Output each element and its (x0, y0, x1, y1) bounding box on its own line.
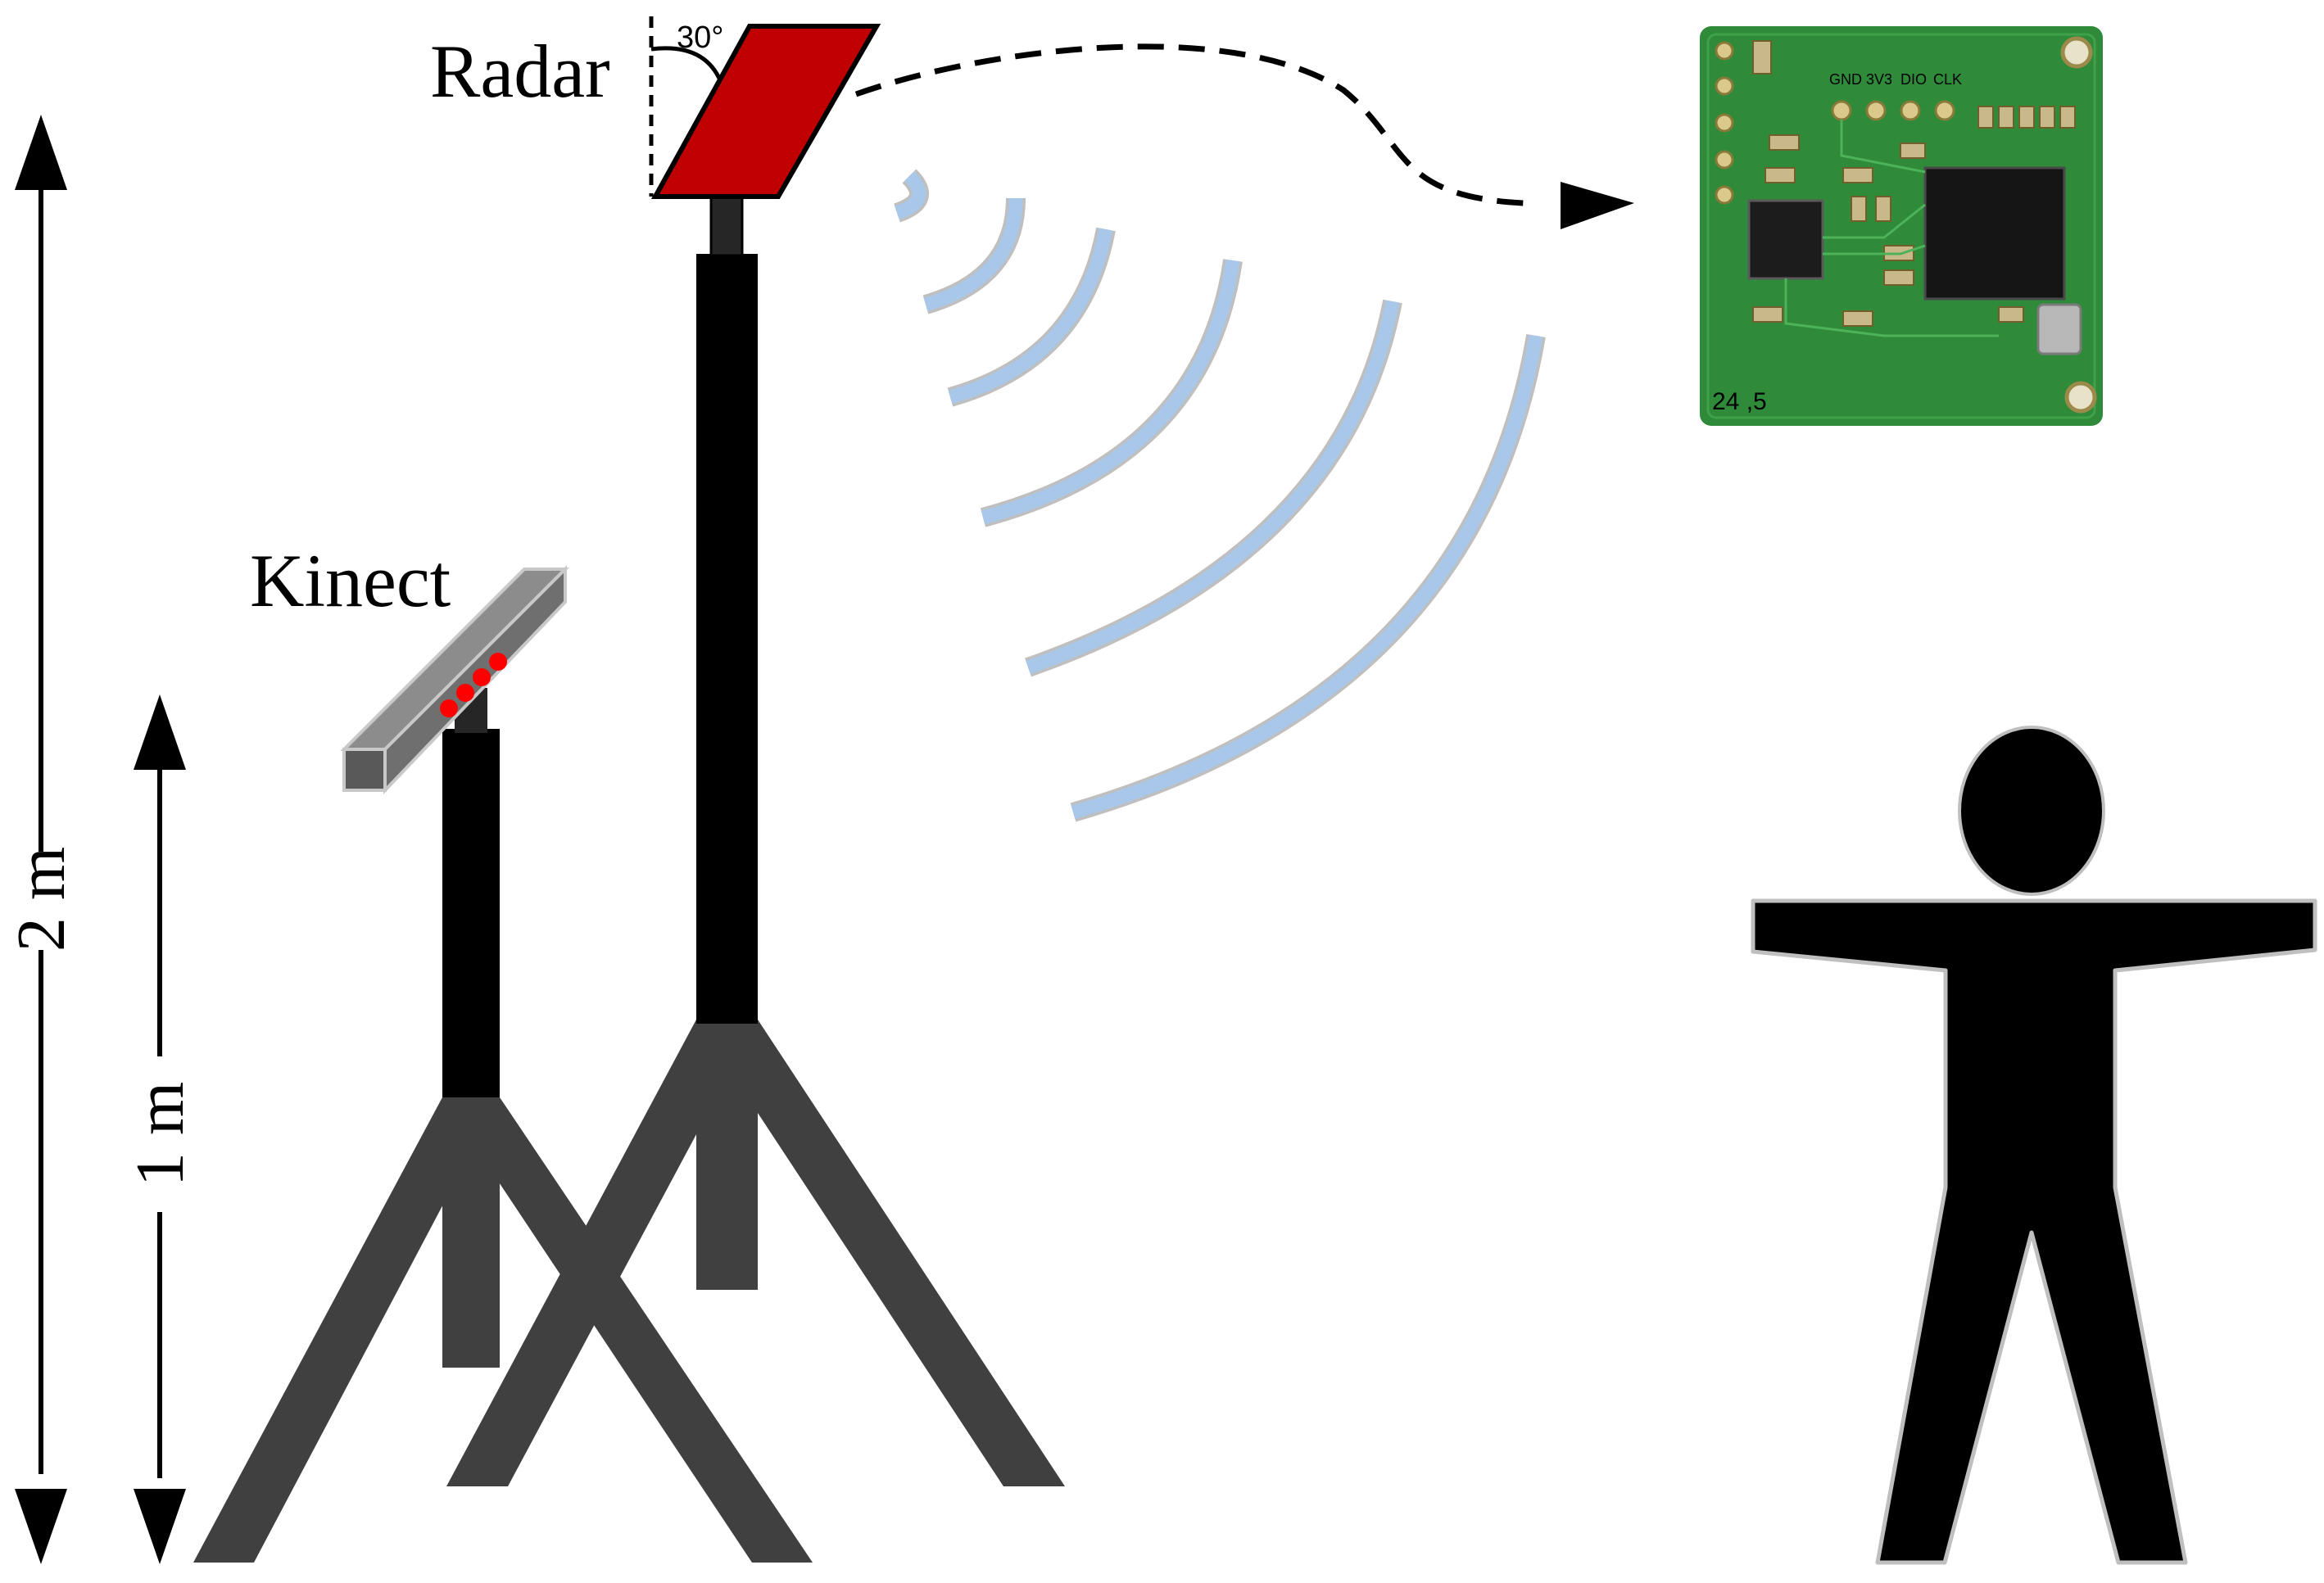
pcb-mount-hole (2064, 381, 2097, 414)
pcb-passive-components (1752, 40, 2076, 327)
kinect-label: Kinect (250, 539, 451, 622)
radar-wave-4 (980, 259, 1243, 527)
radar-waves (893, 169, 1546, 822)
radar-angle-label: 30° (677, 20, 723, 55)
height-1m-arrow (134, 694, 186, 1564)
pcb-chip-small (1747, 199, 1824, 280)
height-2m-arrow (15, 115, 67, 1564)
pcb-board-marking: 24 ,5 (1712, 388, 1767, 415)
pcb-pin-label-dio: DIO (1900, 71, 1927, 88)
kinect-tripod-pole (442, 729, 500, 1097)
dashed-link-arrow (854, 43, 1634, 229)
kinect-sensor (340, 565, 569, 794)
pcb-chip-large (1923, 166, 2066, 301)
radar-tripod (446, 195, 1065, 1486)
pcb-traces (1784, 120, 1999, 337)
radar-angle-indicator (649, 16, 723, 197)
height-2m-label: 2 m (3, 847, 79, 952)
radar-wave-3 (947, 227, 1116, 407)
kinect-tripod (193, 688, 813, 1563)
person-head (1958, 726, 2105, 896)
pcb-mount-hole (2060, 36, 2093, 69)
pcb-crystal (2036, 303, 2082, 355)
radar-wave-1 (893, 169, 929, 223)
kinect-tripod-leg-left (193, 1097, 500, 1563)
radar-panel (650, 24, 881, 199)
pcb-edge-pads (1715, 41, 1734, 205)
pcb-pin-label-gnd: GND (1829, 71, 1862, 88)
person-body (1751, 898, 2317, 1565)
kinect-tripod-leg-center (442, 1097, 500, 1368)
kinect-leds (440, 653, 507, 717)
pcb-pin-label-3v3: 3V3 (1866, 71, 1892, 88)
person-silhouette (1751, 726, 2317, 1565)
radar-wave-5 (1025, 299, 1402, 677)
kinect-body-end (342, 748, 387, 792)
radar-tripod-pole (696, 254, 758, 1024)
radar-pcb-module: GND 3V3 DIO CLK (1700, 26, 2103, 426)
kinect-tripod-leg-right (442, 1097, 813, 1563)
radar-label: Radar (430, 29, 610, 113)
pcb-pin-label-clk: CLK (1933, 71, 1962, 88)
radar-tripod-leg-right (696, 1020, 1065, 1486)
radar-wave-6 (1070, 333, 1546, 822)
height-1m-label: 1 m (122, 1082, 198, 1187)
radar-wave-2 (922, 197, 1026, 314)
pcb-header-pins (1831, 100, 1955, 121)
radar-tripod-leg-center (696, 1020, 758, 1290)
radar-tripod-leg-left (446, 1020, 758, 1486)
radar-mount (709, 195, 744, 257)
